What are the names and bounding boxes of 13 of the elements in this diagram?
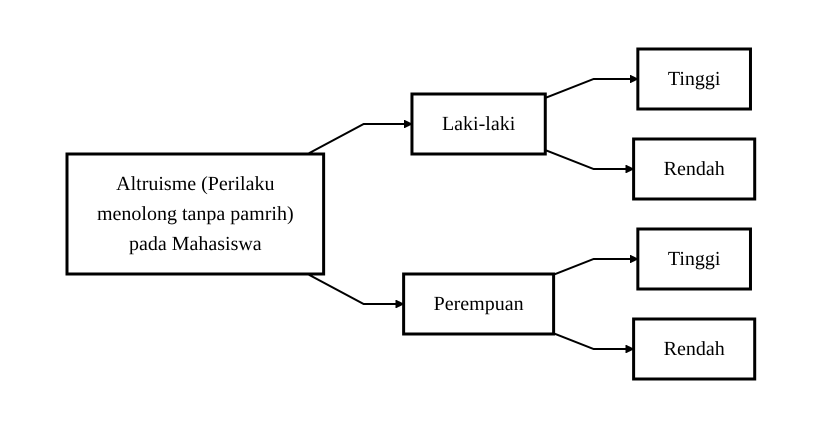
node-box: Tinggi: [636, 48, 752, 110]
arrow: [544, 74, 638, 99]
node-box: Tinggi: [636, 228, 752, 290]
node-box: Rendah: [632, 138, 756, 200]
node-box: Perempuan: [402, 272, 555, 336]
arrow: [306, 120, 412, 155]
arrow: [544, 149, 634, 174]
node-box: Altruisme (Perilaku menolong tanpa pamrih) pada Mahasiswa: [65, 152, 325, 276]
node-box: Laki-laki: [410, 92, 546, 156]
arrow: [552, 254, 638, 276]
arrow: [306, 273, 404, 308]
arrow: [552, 332, 634, 354]
node-box: Rendah: [632, 318, 756, 380]
